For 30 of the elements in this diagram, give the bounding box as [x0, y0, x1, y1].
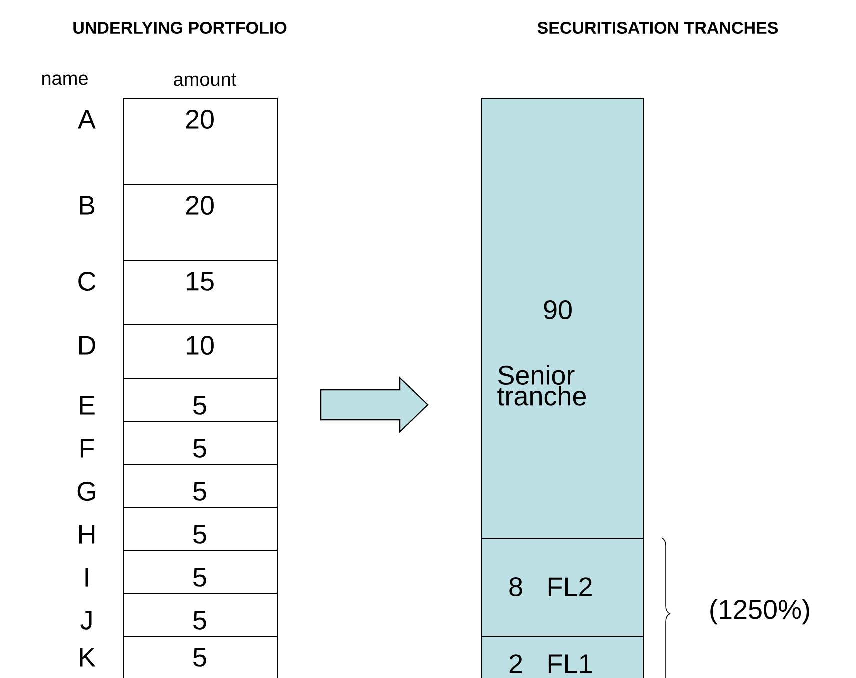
amount-cell: 5	[123, 636, 278, 678]
name-label: B	[80, 196, 95, 215]
column-header: name	[42, 74, 88, 86]
name-label: D	[79, 336, 96, 355]
title: SECURITISATION TRANCHES	[538, 22, 778, 34]
node-label: 2	[510, 654, 522, 674]
amount-cell: 5	[123, 421, 278, 465]
amount-cell: 5	[123, 464, 278, 508]
name-label: I	[86, 568, 88, 587]
name-label: H	[79, 525, 95, 544]
amount-cell: 20	[123, 184, 278, 261]
block-arrow	[320, 376, 429, 434]
percentage-label: (1250%)	[710, 599, 810, 625]
title: UNDERLYING PORTFOLIO	[74, 22, 287, 34]
node-label: FL1	[548, 654, 592, 674]
amount-cell: 10	[123, 324, 278, 379]
amount-cell: 20	[123, 98, 278, 185]
name-label: F	[80, 439, 94, 458]
name-label: G	[78, 482, 96, 502]
amount-cell: 15	[123, 260, 278, 325]
name-label: A	[78, 110, 96, 129]
name-label: K	[80, 648, 96, 667]
name-label: J	[80, 611, 92, 630]
name-label: E	[80, 396, 95, 415]
amount-cell: 5	[123, 593, 278, 637]
amount-cell: 5	[123, 550, 278, 594]
amount-cell: 5	[123, 378, 278, 422]
name-label: C	[78, 272, 96, 292]
amount-cell: 5	[123, 507, 278, 551]
tranche-box: 2 FL1	[481, 636, 644, 678]
